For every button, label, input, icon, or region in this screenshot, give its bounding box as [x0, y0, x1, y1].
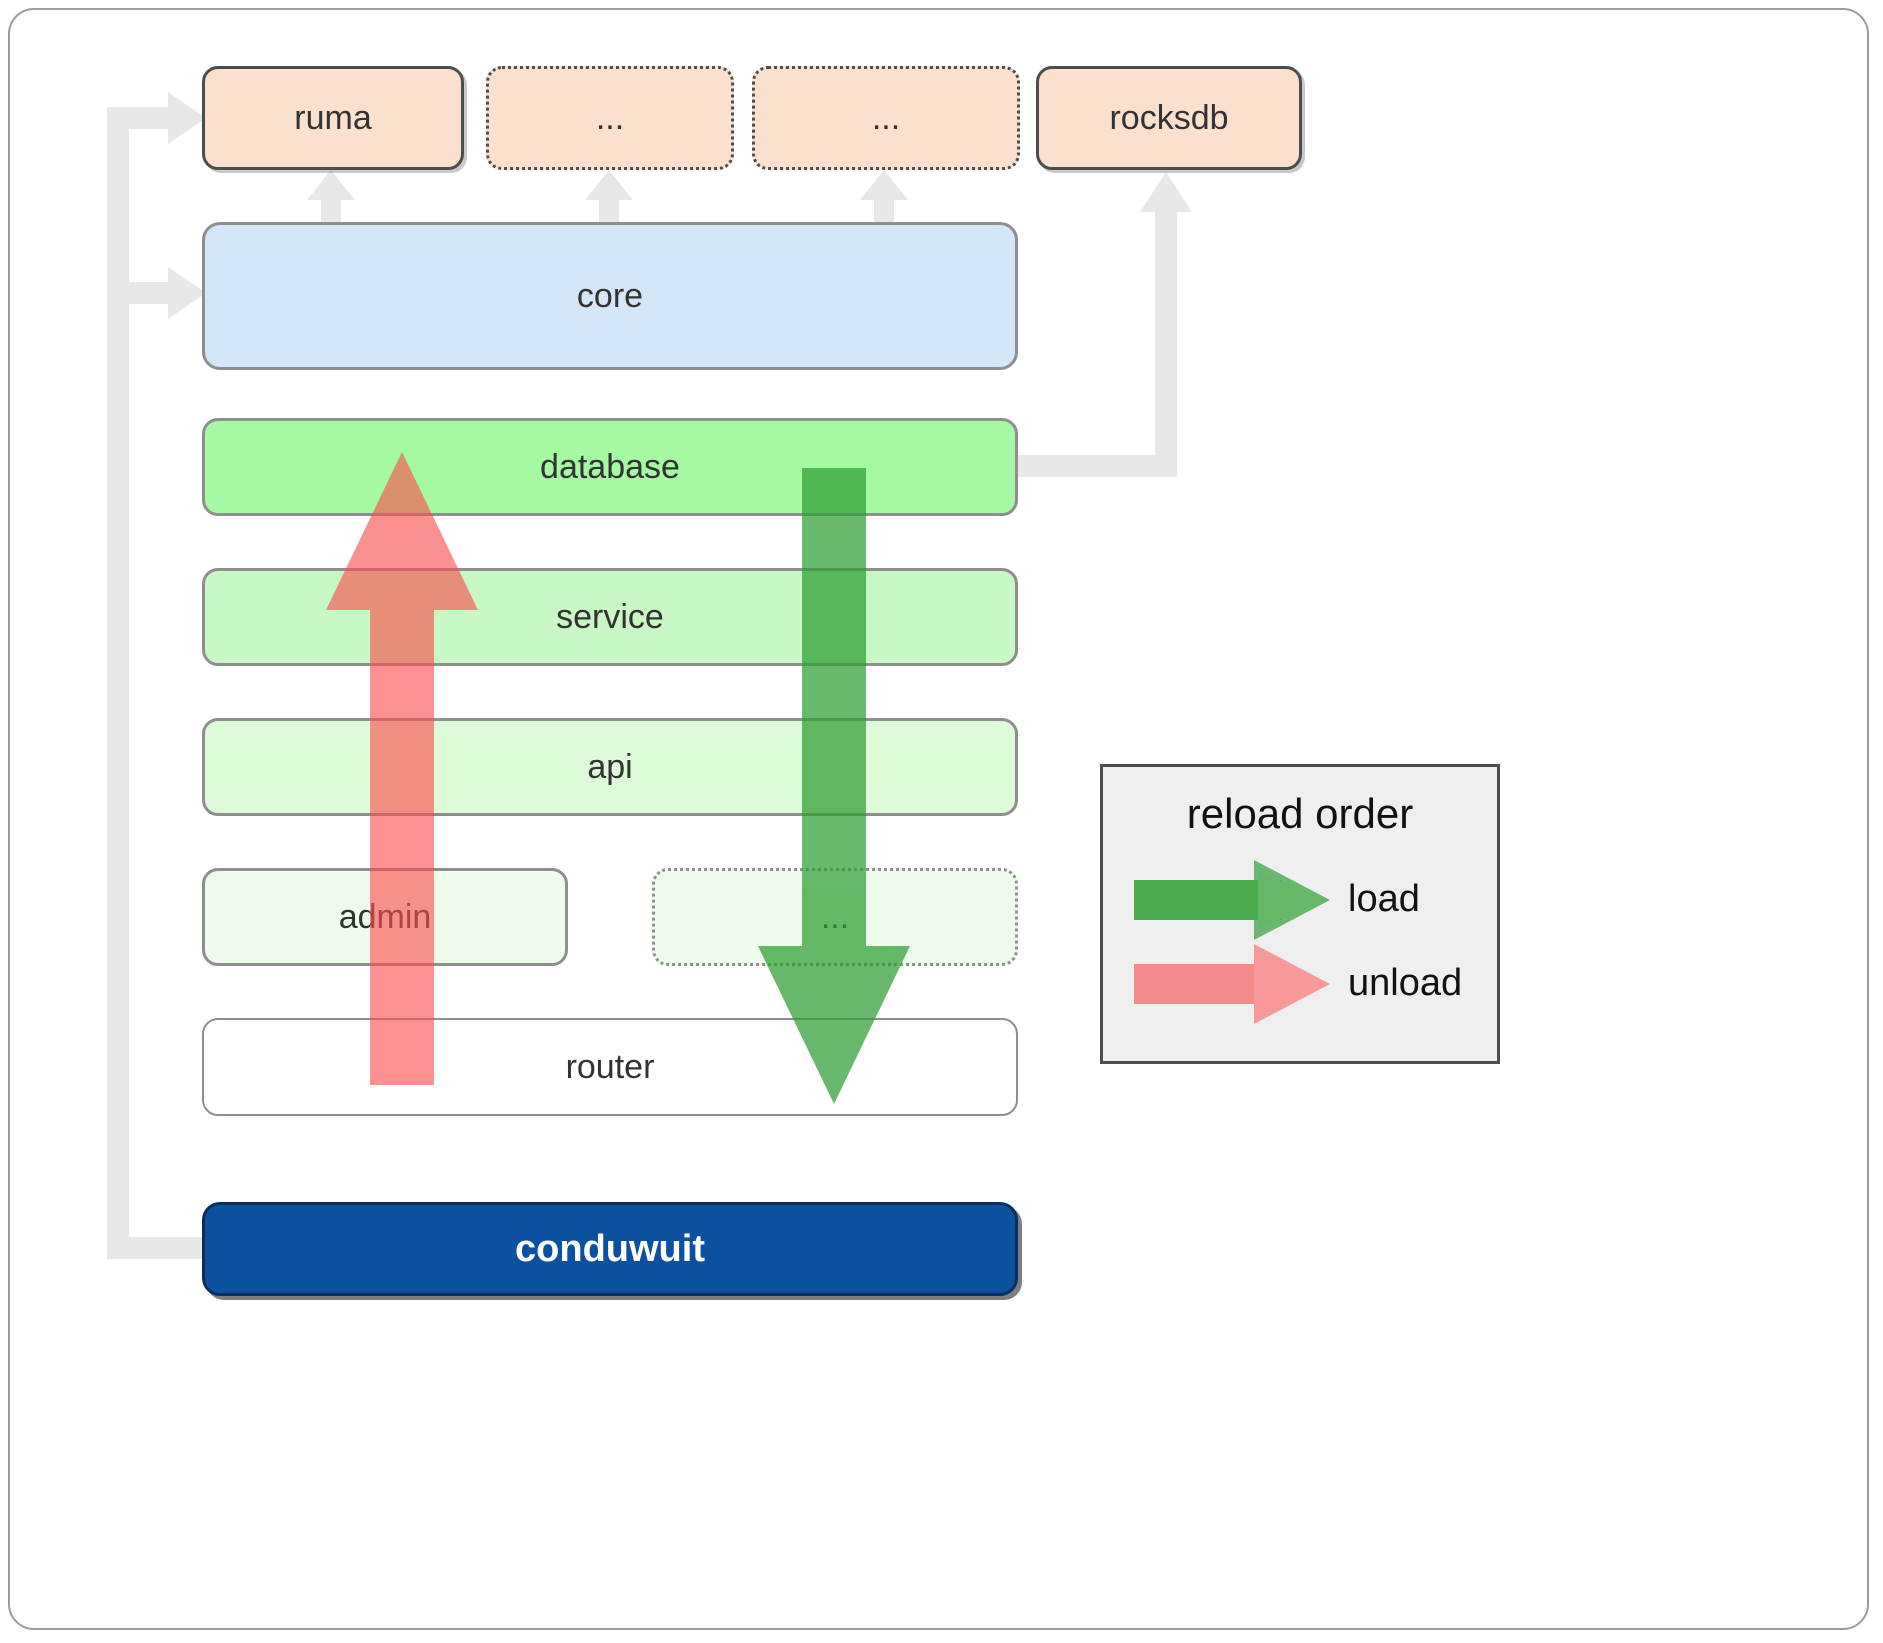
stack-box-service-label: service: [556, 597, 664, 636]
stack-box-ellipsis-label: ...: [820, 897, 850, 936]
stack-box-service[interactable]: service: [202, 568, 1018, 666]
stack-box-database[interactable]: database: [202, 418, 1018, 516]
stack-box-database-label: database: [540, 447, 680, 486]
stack-box-core[interactable]: core: [202, 222, 1018, 370]
stack-box-api[interactable]: api: [202, 718, 1018, 816]
external-box-rocksdb-label: rocksdb: [1109, 98, 1229, 137]
legend-label-unload: unload: [1348, 962, 1463, 1004]
external-box-ruma-label: ruma: [294, 98, 372, 137]
stack-box-router-label: router: [565, 1047, 655, 1086]
external-box-ellipsis-1-label: ...: [595, 98, 625, 137]
stack-box-ellipsis[interactable]: ...: [652, 868, 1018, 966]
stack-box-core-label: core: [576, 276, 644, 315]
stack-box-router[interactable]: router: [202, 1018, 1018, 1116]
external-box-ruma[interactable]: ruma: [202, 66, 464, 170]
binary-box-conduwuit-label: conduwuit: [515, 1227, 705, 1270]
binary-box-conduwuit[interactable]: conduwuit: [202, 1202, 1018, 1296]
legend-title: reload order: [1186, 790, 1414, 837]
legend-label-load: load: [1348, 878, 1420, 920]
stack-box-admin[interactable]: admin: [202, 868, 568, 966]
external-box-rocksdb[interactable]: rocksdb: [1036, 66, 1302, 170]
external-box-ellipsis-2-label: ...: [871, 98, 901, 137]
external-box-ellipsis-2[interactable]: ...: [752, 66, 1020, 170]
stack-box-admin-label: admin: [338, 897, 432, 936]
stack-box-api-label: api: [587, 747, 633, 786]
external-box-ellipsis-1[interactable]: ...: [486, 66, 734, 170]
